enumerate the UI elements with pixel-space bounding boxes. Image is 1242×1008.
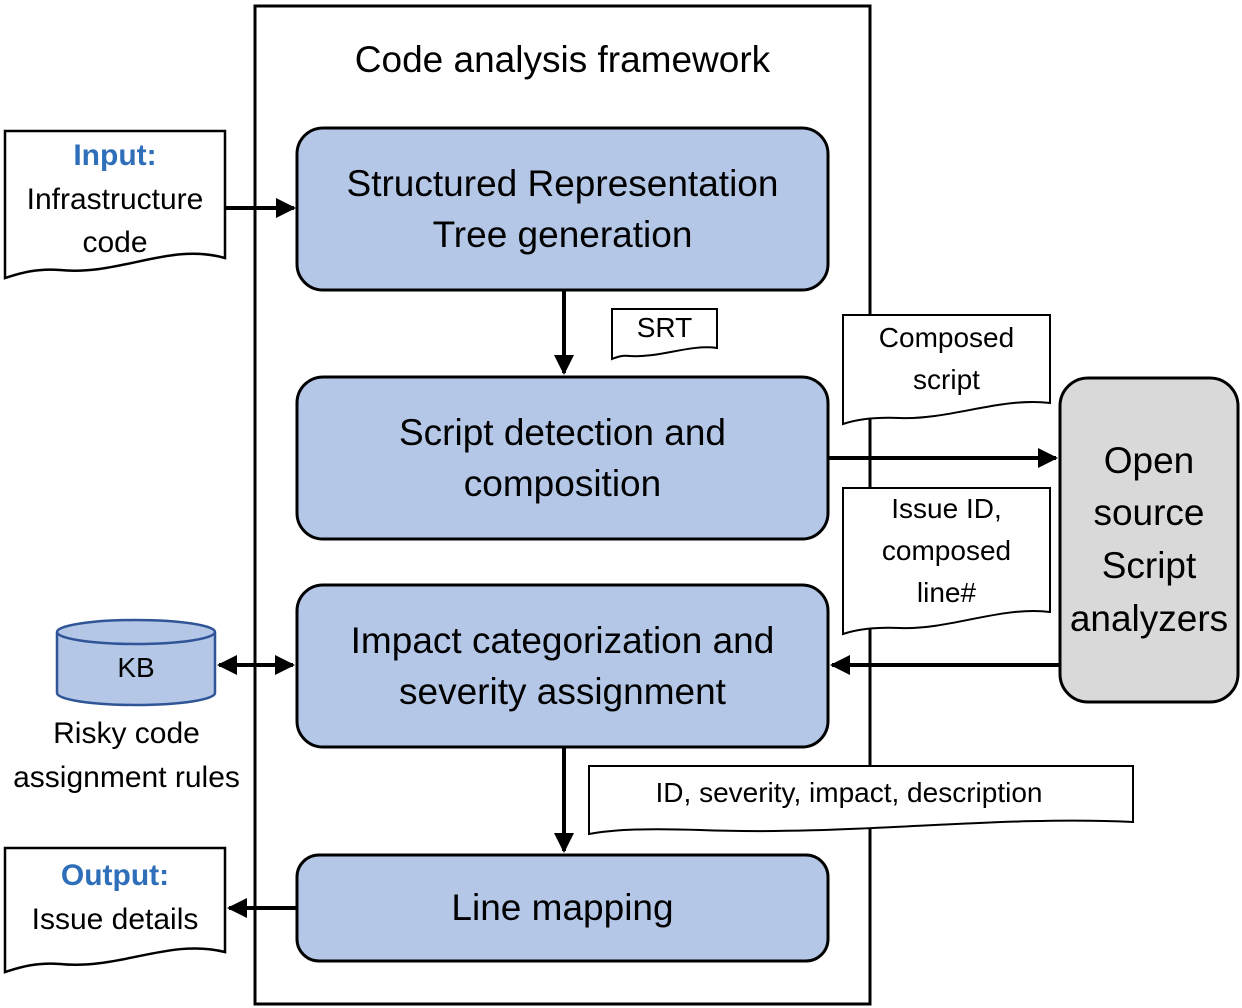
kb-label: KB [117, 652, 155, 683]
issue-id-label: Issue ID, composed line# [881, 493, 1012, 608]
framework-title: Code analysis framework [354, 39, 771, 81]
input-text: Infrastructure code [26, 182, 204, 260]
kb-caption: Risky code assignment rules [13, 717, 240, 794]
kb-cylinder-body [55, 632, 217, 707]
step-impact-categorization: Impact categorization and severity assig… [350, 619, 775, 712]
issue-fields-document-shape [588, 765, 1134, 836]
step-script-detection: Script detection and composition [398, 411, 727, 504]
output-heading: Output: [60, 859, 170, 892]
srt-label: SRT [636, 312, 693, 343]
input-document-shape [3, 129, 227, 280]
composed-script-document-shape [842, 314, 1051, 426]
issue-id-document-shape [842, 487, 1051, 636]
output-document: Output: Issue details [5, 854, 225, 954]
output-text: Issue details [31, 902, 199, 936]
output-document-shape [3, 846, 227, 974]
step-line-mapping: Line mapping [451, 887, 674, 929]
analyzers-label: Open source Script analyzers [1069, 439, 1229, 639]
step-srt-generation: Structured Representation Tree generatio… [346, 162, 779, 255]
kb-cylinder-top [55, 618, 217, 646]
issue-fields-label: ID, severity, impact, description [655, 777, 1043, 808]
input-heading: Input: [73, 139, 157, 172]
analyzers-box [1058, 376, 1240, 704]
input-document: Input: Infrastructure code [5, 134, 225, 264]
srt-document-shape [611, 308, 718, 361]
composed-script-label: Composed script [878, 322, 1015, 395]
